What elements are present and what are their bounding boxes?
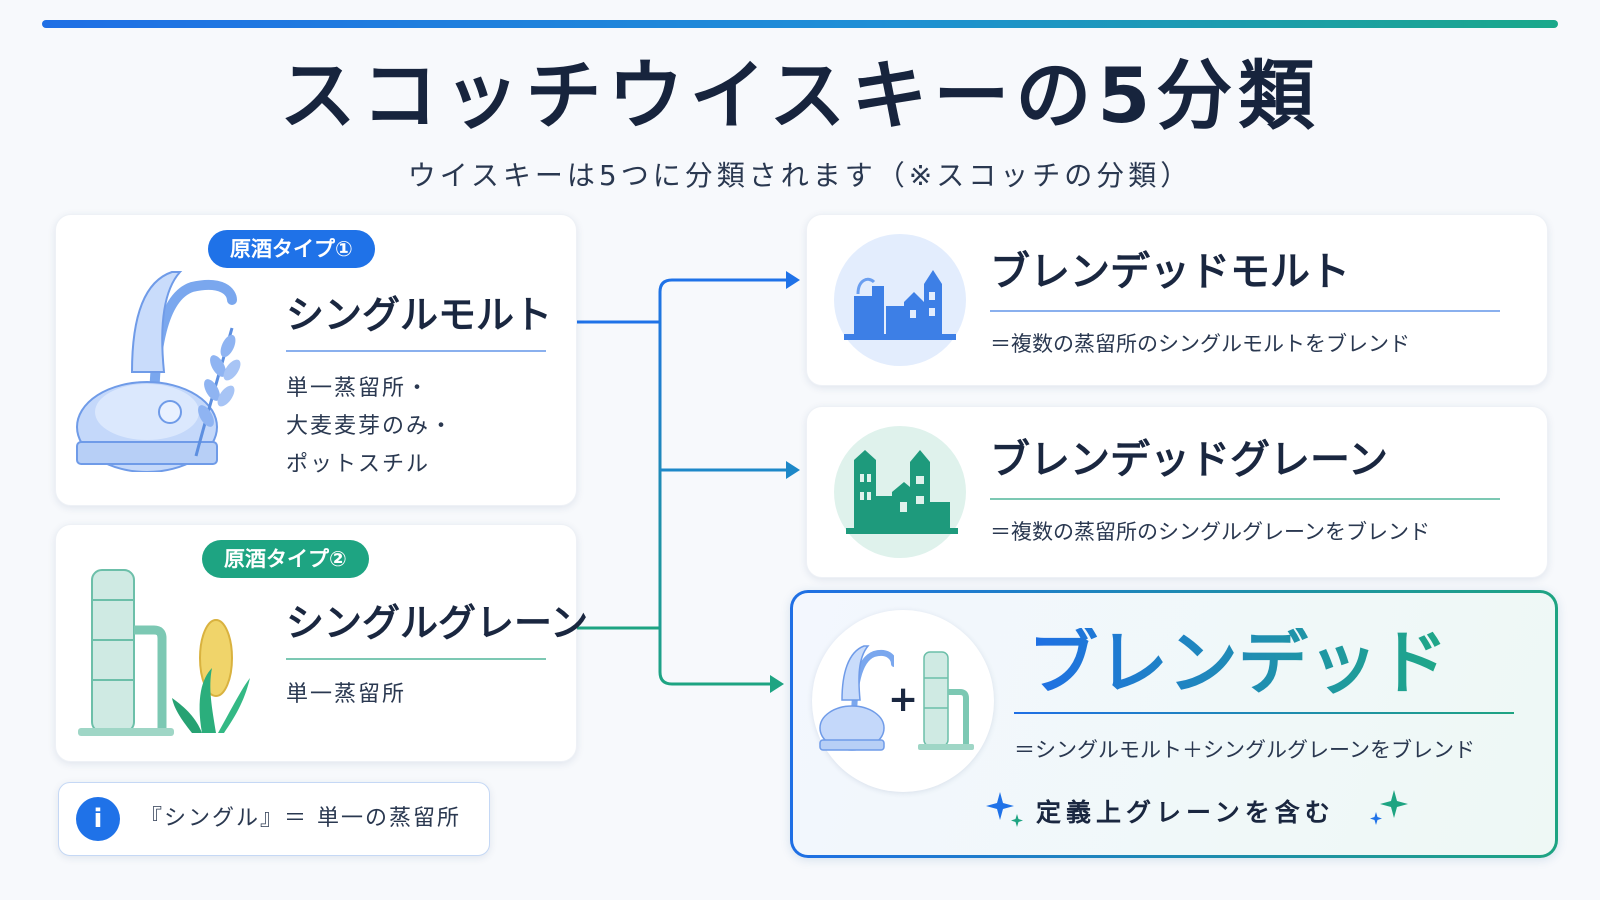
- info-icon: i: [76, 797, 120, 841]
- arrow-head-blended-malt: [786, 271, 800, 289]
- blended-grain-desc: ＝複数の蒸留所のシングルグレーンをブレンド: [990, 520, 1430, 544]
- arrow-head-blended-grain: [786, 461, 800, 479]
- pot-still-small-icon: [819, 645, 894, 751]
- blended-note: 定義上グレーンを含む: [1036, 798, 1335, 827]
- corn-icon: [172, 619, 250, 733]
- single-malt-desc: 単一蒸留所・ 大麦麦芽のみ・ ポットスチル: [286, 376, 455, 477]
- single-malt-name: シングルモルト: [286, 293, 553, 337]
- info-note-text: 『シングル』＝ 単一の蒸留所: [140, 806, 461, 831]
- page-title: スコッチウイスキーの5分類: [279, 51, 1321, 140]
- arrow-head-blended: [770, 675, 784, 693]
- single-grain-desc: 単一蒸留所: [286, 682, 407, 707]
- distillery-blue-icon: [844, 270, 956, 340]
- single-grain-underline: [286, 658, 546, 660]
- single-malt-underline: [286, 350, 546, 352]
- badge-source-type-2: 原酒タイプ②: [202, 540, 369, 578]
- top-accent-bar: [42, 20, 1558, 28]
- blended-malt-desc: ＝複数の蒸留所のシングルモルトをブレンド: [990, 332, 1410, 356]
- connector-trunk: [658, 278, 673, 686]
- sparkle-left-icon: [986, 792, 1023, 827]
- pot-still-icon: [76, 271, 237, 472]
- barley-icon: [194, 327, 241, 457]
- blended-malt-name: ブレンデッドモルト: [990, 249, 1350, 295]
- badge-source-type-1: 原酒タイプ①: [208, 230, 375, 268]
- sparkle-right-icon: [1370, 790, 1408, 825]
- single-grain-name: シングルグレーン: [286, 601, 589, 645]
- blended-grain-name: ブレンデッドグレーン: [990, 437, 1388, 483]
- blended-name: ブレンデッド: [1028, 622, 1448, 704]
- blended-desc: ＝シングルモルト＋シングルグレーンをブレンド: [1014, 738, 1475, 762]
- blended-grain-underline: [990, 498, 1500, 500]
- column-still-small-icon: [918, 651, 974, 750]
- column-still-icon: [78, 569, 174, 736]
- plus-sign: +: [888, 679, 919, 720]
- blended-underline: [1014, 712, 1514, 714]
- info-note-box: [58, 782, 490, 856]
- distillery-green-icon: [846, 450, 958, 534]
- blended-malt-underline: [990, 310, 1500, 312]
- page-subtitle: ウイスキーは5つに分類されます（※スコッチの分類）: [407, 159, 1193, 192]
